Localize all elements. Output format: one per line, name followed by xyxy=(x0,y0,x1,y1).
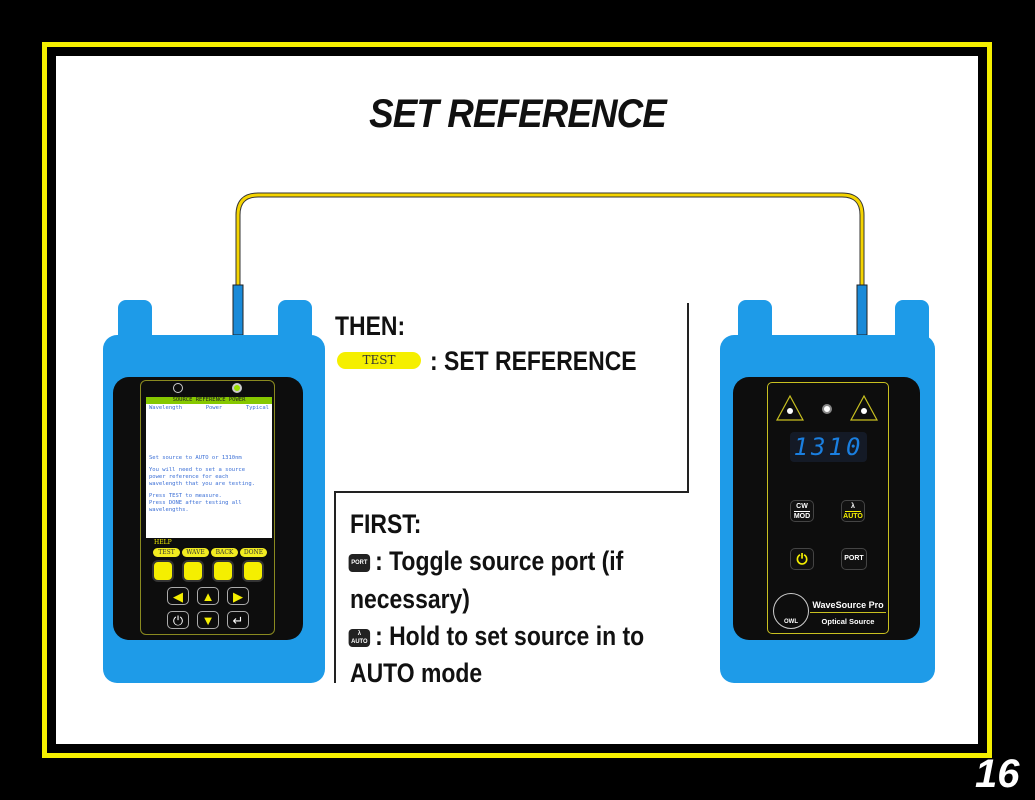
up-arrow-icon[interactable]: ▲ xyxy=(197,587,219,605)
screen-title: SOURCE REFERENCE POWER xyxy=(146,397,272,404)
softkey-back: BACK xyxy=(211,548,238,557)
auto-glyph: AUTO xyxy=(351,638,368,645)
test-button-label: TEST xyxy=(337,352,421,369)
function-key-3[interactable] xyxy=(212,560,234,582)
led-icon xyxy=(232,383,242,393)
step-auto-text: : Hold to set source in to xyxy=(375,621,645,651)
softkey-wave: WAVE xyxy=(182,548,209,557)
lambda-icon: λ xyxy=(845,503,861,512)
enter-icon[interactable]: ↵ xyxy=(227,611,249,629)
page-title: SET REFERENCE xyxy=(369,92,667,136)
right-arrow-icon[interactable]: ▶ xyxy=(227,587,249,605)
softkey-done: DONE xyxy=(240,548,267,557)
port-button[interactable]: PORT xyxy=(841,548,867,570)
wavelength-display: 1310 xyxy=(790,432,867,462)
column-header: Wavelength xyxy=(149,405,183,411)
logo-text: OWL xyxy=(784,619,798,625)
step-port: PORT : Toggle source port (if xyxy=(348,546,624,577)
step-auto-text-2: AUTO mode xyxy=(350,658,483,688)
step-port-text: : Toggle source port (if xyxy=(375,546,624,576)
left-arrow-icon[interactable]: ◀ xyxy=(167,587,189,605)
brand-subtitle: Optical Source xyxy=(821,617,875,626)
power-button[interactable]: ⏻ xyxy=(790,548,814,570)
screen-text: wavelengths. xyxy=(149,507,189,513)
softkey-test: TEST xyxy=(153,548,180,557)
laser-warning-icons xyxy=(775,394,879,421)
column-header: Power xyxy=(205,405,223,411)
auto-label: AUTO xyxy=(843,513,863,520)
cw-label: CW xyxy=(794,503,810,512)
step-port-text-2: necessary) xyxy=(350,584,470,614)
brand-name: WaveSource Pro xyxy=(810,600,886,613)
owl-logo: OWL xyxy=(773,593,809,629)
screen-text: wavelength that you are testing. xyxy=(149,481,255,487)
column-header: Typical xyxy=(245,405,269,411)
then-action: : SET REFERENCE xyxy=(430,346,637,376)
first-heading: FIRST: xyxy=(350,509,422,539)
page-number: 16 xyxy=(975,752,1020,796)
screen-text: power reference for each xyxy=(149,474,229,480)
screen-text: Press TEST to measure. xyxy=(149,493,222,499)
led-icon xyxy=(173,383,183,393)
down-arrow-icon[interactable]: ▼ xyxy=(197,611,219,629)
screen-text: Set source to AUTO or 1310nm xyxy=(149,455,242,461)
function-key-2[interactable] xyxy=(182,560,204,582)
mod-label: MOD xyxy=(793,513,811,520)
bracket-line xyxy=(334,303,689,683)
function-key-1[interactable] xyxy=(152,560,174,582)
power-icon[interactable]: ⏻ xyxy=(167,611,189,629)
meter-screen: SOURCE REFERENCE POWER Wavelength Power … xyxy=(146,397,272,538)
screen-text: You will need to set a source xyxy=(149,467,246,473)
screen-text: Press DONE after testing all xyxy=(149,500,242,506)
port-icon: PORT xyxy=(348,553,371,572)
function-key-4[interactable] xyxy=(242,560,264,582)
then-heading: THEN: xyxy=(335,311,406,341)
lambda-glyph: λ xyxy=(357,630,361,637)
help-label: HELP xyxy=(154,539,172,546)
